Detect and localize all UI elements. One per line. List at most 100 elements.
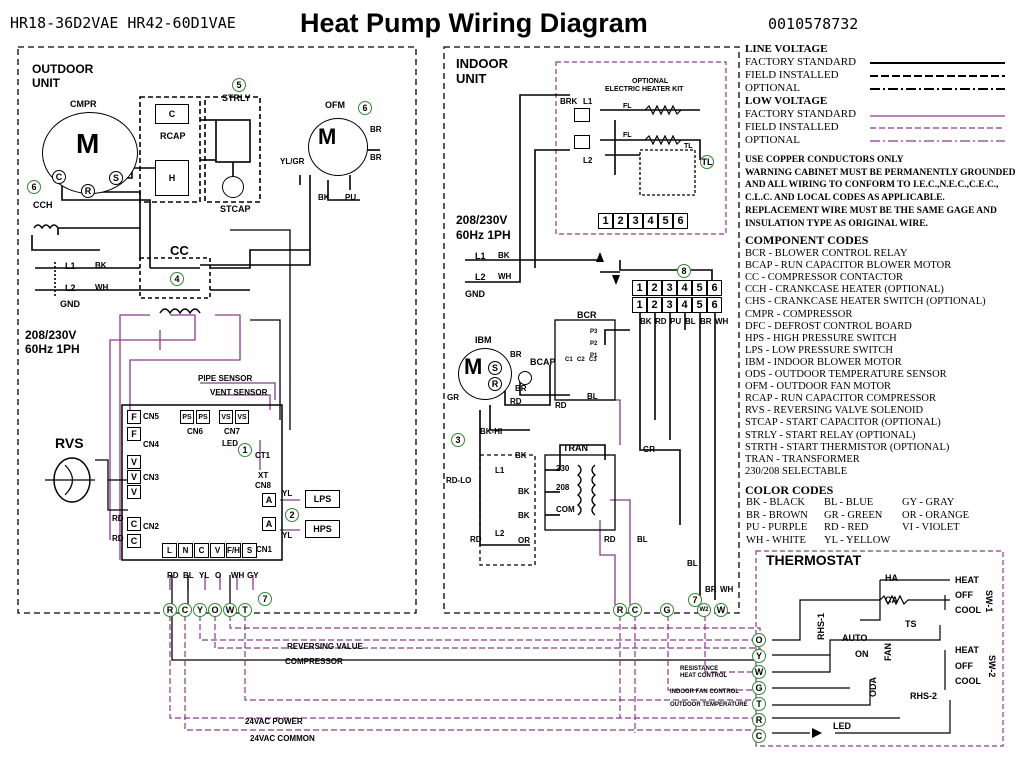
t-sw2: SW-2 xyxy=(987,655,997,678)
indoor-terminal-g: G xyxy=(660,603,674,617)
ibm-l2: L2 xyxy=(495,529,505,538)
thermostat-boundary xyxy=(755,550,1004,747)
color-code-item: PU - PURPLE xyxy=(746,522,808,534)
ibm-rd: RD xyxy=(510,397,522,406)
cn2-c1: C xyxy=(127,517,141,531)
bcr-label: BCR xyxy=(577,310,597,320)
kit-terminal: 5 xyxy=(658,213,673,229)
ibm-or: OR xyxy=(518,536,530,545)
ct1-label: CT1 xyxy=(255,451,271,460)
bcap-label: BCAP xyxy=(530,357,556,367)
kit-terminal: 2 xyxy=(613,213,628,229)
indoor-terminal-top: 6 xyxy=(707,280,722,296)
compressor-m: M xyxy=(76,128,100,159)
in-bl2: BL xyxy=(637,535,648,544)
cn3-v2: V xyxy=(127,470,141,484)
rvs-coil xyxy=(53,457,91,503)
heater-kit-boundary xyxy=(555,61,727,235)
ibm-motor xyxy=(458,348,512,400)
ofm-ylgr: YL/GR xyxy=(280,157,305,166)
indoor-terminal-top: 2 xyxy=(647,280,662,296)
legend-optional-low: OPTIONAL xyxy=(745,134,800,146)
cn7-label: CN7 xyxy=(224,427,241,436)
color-code-item: BK - BLACK xyxy=(746,497,805,508)
indoor-terminal-w2: W2 xyxy=(697,603,711,617)
t-off1: OFF xyxy=(955,590,973,600)
cn5-f: F xyxy=(127,410,141,424)
ibm-l1: L1 xyxy=(495,466,505,475)
component-code-item: CC - COMPRESSOR CONTACTOR xyxy=(745,272,903,284)
cn6-ps1: PS xyxy=(180,410,194,424)
cc-coil xyxy=(159,308,201,315)
tl-label: TL xyxy=(684,143,693,150)
cmpr-terminal-r: R xyxy=(81,184,95,198)
heater-element-2 xyxy=(644,134,682,146)
t-auto: AUTO xyxy=(842,633,868,643)
ofm-m: M xyxy=(318,124,337,149)
indoor-terminal-bottom: 5 xyxy=(692,297,707,313)
ibm-rd2: RD xyxy=(470,535,482,544)
ibm-r: R xyxy=(488,377,502,391)
cn1-label: CN1 xyxy=(256,545,273,554)
wire-label-resistance: RESISTANCE xyxy=(680,666,719,672)
in-l1-bk: BK xyxy=(498,251,510,260)
component-code-item: STRLY - START RELAY (OPTIONAL) xyxy=(745,429,916,441)
marker-7a: 7 xyxy=(258,592,272,606)
kit-terminal: 1 xyxy=(598,213,613,229)
thermostat-terminal-y: Y xyxy=(752,649,766,663)
defrost-control-board xyxy=(121,404,283,561)
note-line: USE COPPER CONDUCTORS ONLY xyxy=(745,155,904,165)
wire-label-power: 24VAC POWER xyxy=(245,717,303,726)
kit-terminal: 6 xyxy=(673,213,688,229)
out-l2-wh: WH xyxy=(95,283,109,292)
bcr-box xyxy=(554,319,616,401)
t-ha: HA xyxy=(885,573,898,583)
component-code-item: RCAP - RUN CAPACITOR COMPRESSOR xyxy=(745,393,937,405)
marker-3: 3 xyxy=(451,433,465,447)
xt-label: XT xyxy=(258,471,269,480)
rvs-label: RVS xyxy=(55,435,84,451)
color-code-item: WH - WHITE xyxy=(746,535,806,547)
marker-5: 5 xyxy=(232,78,246,92)
bcr-p3: P3 xyxy=(590,329,598,335)
indoor-control-wiring xyxy=(560,399,631,605)
indoor-title: INDOOR xyxy=(456,56,508,71)
marker-6b: 6 xyxy=(27,180,41,194)
cn4-label: CN4 xyxy=(143,440,160,449)
cn2-rd2: RD xyxy=(112,534,124,543)
legend-factory-standard-low: FACTORY STANDARD xyxy=(745,108,857,120)
cc-label: CC xyxy=(170,243,189,258)
color-code-item: BL - BLUE xyxy=(824,497,874,508)
out-voltage: 208/230V xyxy=(25,328,77,342)
indoor-wire-color: BL xyxy=(685,317,696,326)
wire-label-outdoor-temp: OUTDOOR TEMPERATURE xyxy=(670,702,748,708)
led-diode xyxy=(812,728,822,738)
wire-label-fan: INDOOR FAN CONTROL xyxy=(670,689,739,695)
legend-low-voltage: LOW VOLTAGE xyxy=(745,95,828,107)
in-wh: WH xyxy=(720,585,734,594)
in-voltage: 208/230V xyxy=(456,213,508,227)
cn6-ps2: PS xyxy=(196,410,210,424)
component-code-item: IBM - INDOOR BLOWER MOTOR xyxy=(745,356,902,368)
component-code-item: STCAP - START CAPACITOR (OPTIONAL) xyxy=(745,417,941,429)
board-led: LED xyxy=(222,439,238,448)
ibm-bk1: BK xyxy=(515,451,527,460)
outdoor-terminal: T xyxy=(238,603,252,617)
component-code-item: STRTH - START THERMISTOR (OPTIONAL) xyxy=(745,441,950,453)
component-code-item: HPS - HIGH PRESSURE SWITCH xyxy=(745,332,897,344)
outdoor-terminal: O xyxy=(208,603,222,617)
tran-box xyxy=(544,454,616,531)
indoor-terminal-top: 1 xyxy=(632,280,647,296)
out-l1: L1 xyxy=(65,261,76,271)
component-code-item: OFM - OUTDOOR FAN MOTOR xyxy=(745,381,892,393)
ibm-speed-block xyxy=(479,454,536,566)
kit-terminal: 3 xyxy=(628,213,643,229)
out-gnd: GND xyxy=(60,299,80,309)
cn7-vs1: VS xyxy=(219,410,233,424)
ibm-bk2: BK xyxy=(518,487,530,496)
indoor-terminal-top: 5 xyxy=(692,280,707,296)
strly-label: STRLY xyxy=(222,93,251,103)
color-code-item: GY - GRAY xyxy=(902,497,955,508)
t-fan: FAN xyxy=(883,643,893,661)
